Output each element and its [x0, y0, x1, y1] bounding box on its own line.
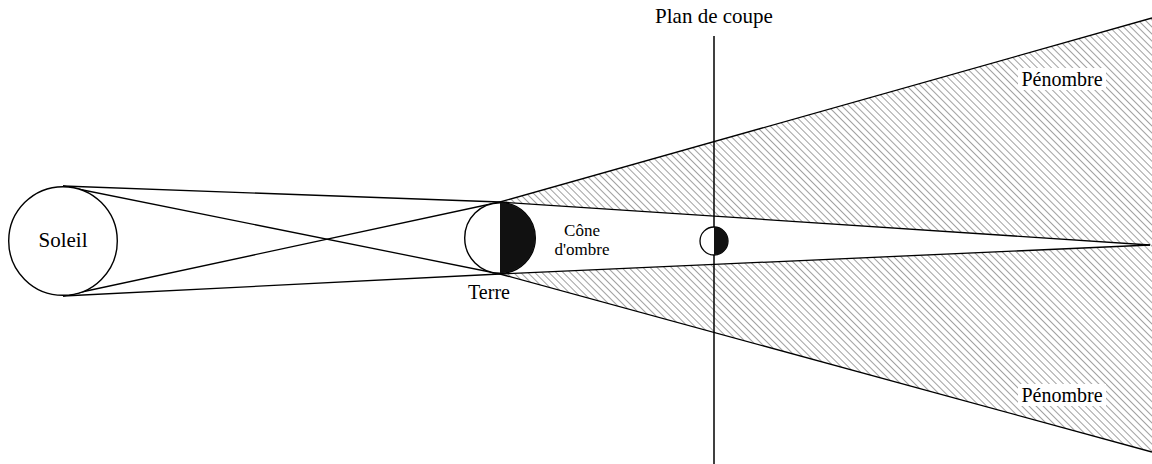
section-label: Plan de coupe	[655, 5, 773, 28]
body-name: Soleil	[38, 229, 87, 252]
penumbra-region	[500, 18, 1152, 245]
penumbra-region	[500, 245, 1152, 452]
moon-shadow	[714, 227, 728, 255]
earth-circle: Terre	[464, 202, 536, 274]
light-ray	[63, 202, 500, 296]
light-ray	[63, 186, 500, 274]
penumbra-label: Pénombre	[1018, 68, 1105, 90]
sun-disc	[9, 187, 118, 296]
light-ray	[63, 274, 500, 296]
earth-disc	[465, 203, 536, 274]
sun-circle: Soleil	[8, 186, 118, 296]
penumbra-label: Pénombre	[1018, 384, 1105, 406]
penumbra-boundary	[500, 274, 1152, 452]
umbra-label: Cône d'ombre	[549, 222, 615, 259]
penumbra-boundary	[500, 18, 1152, 202]
earth-outline	[464, 202, 536, 274]
earth-night-side	[500, 203, 535, 274]
moon	[700, 227, 728, 255]
body-name: Terre	[467, 282, 511, 302]
